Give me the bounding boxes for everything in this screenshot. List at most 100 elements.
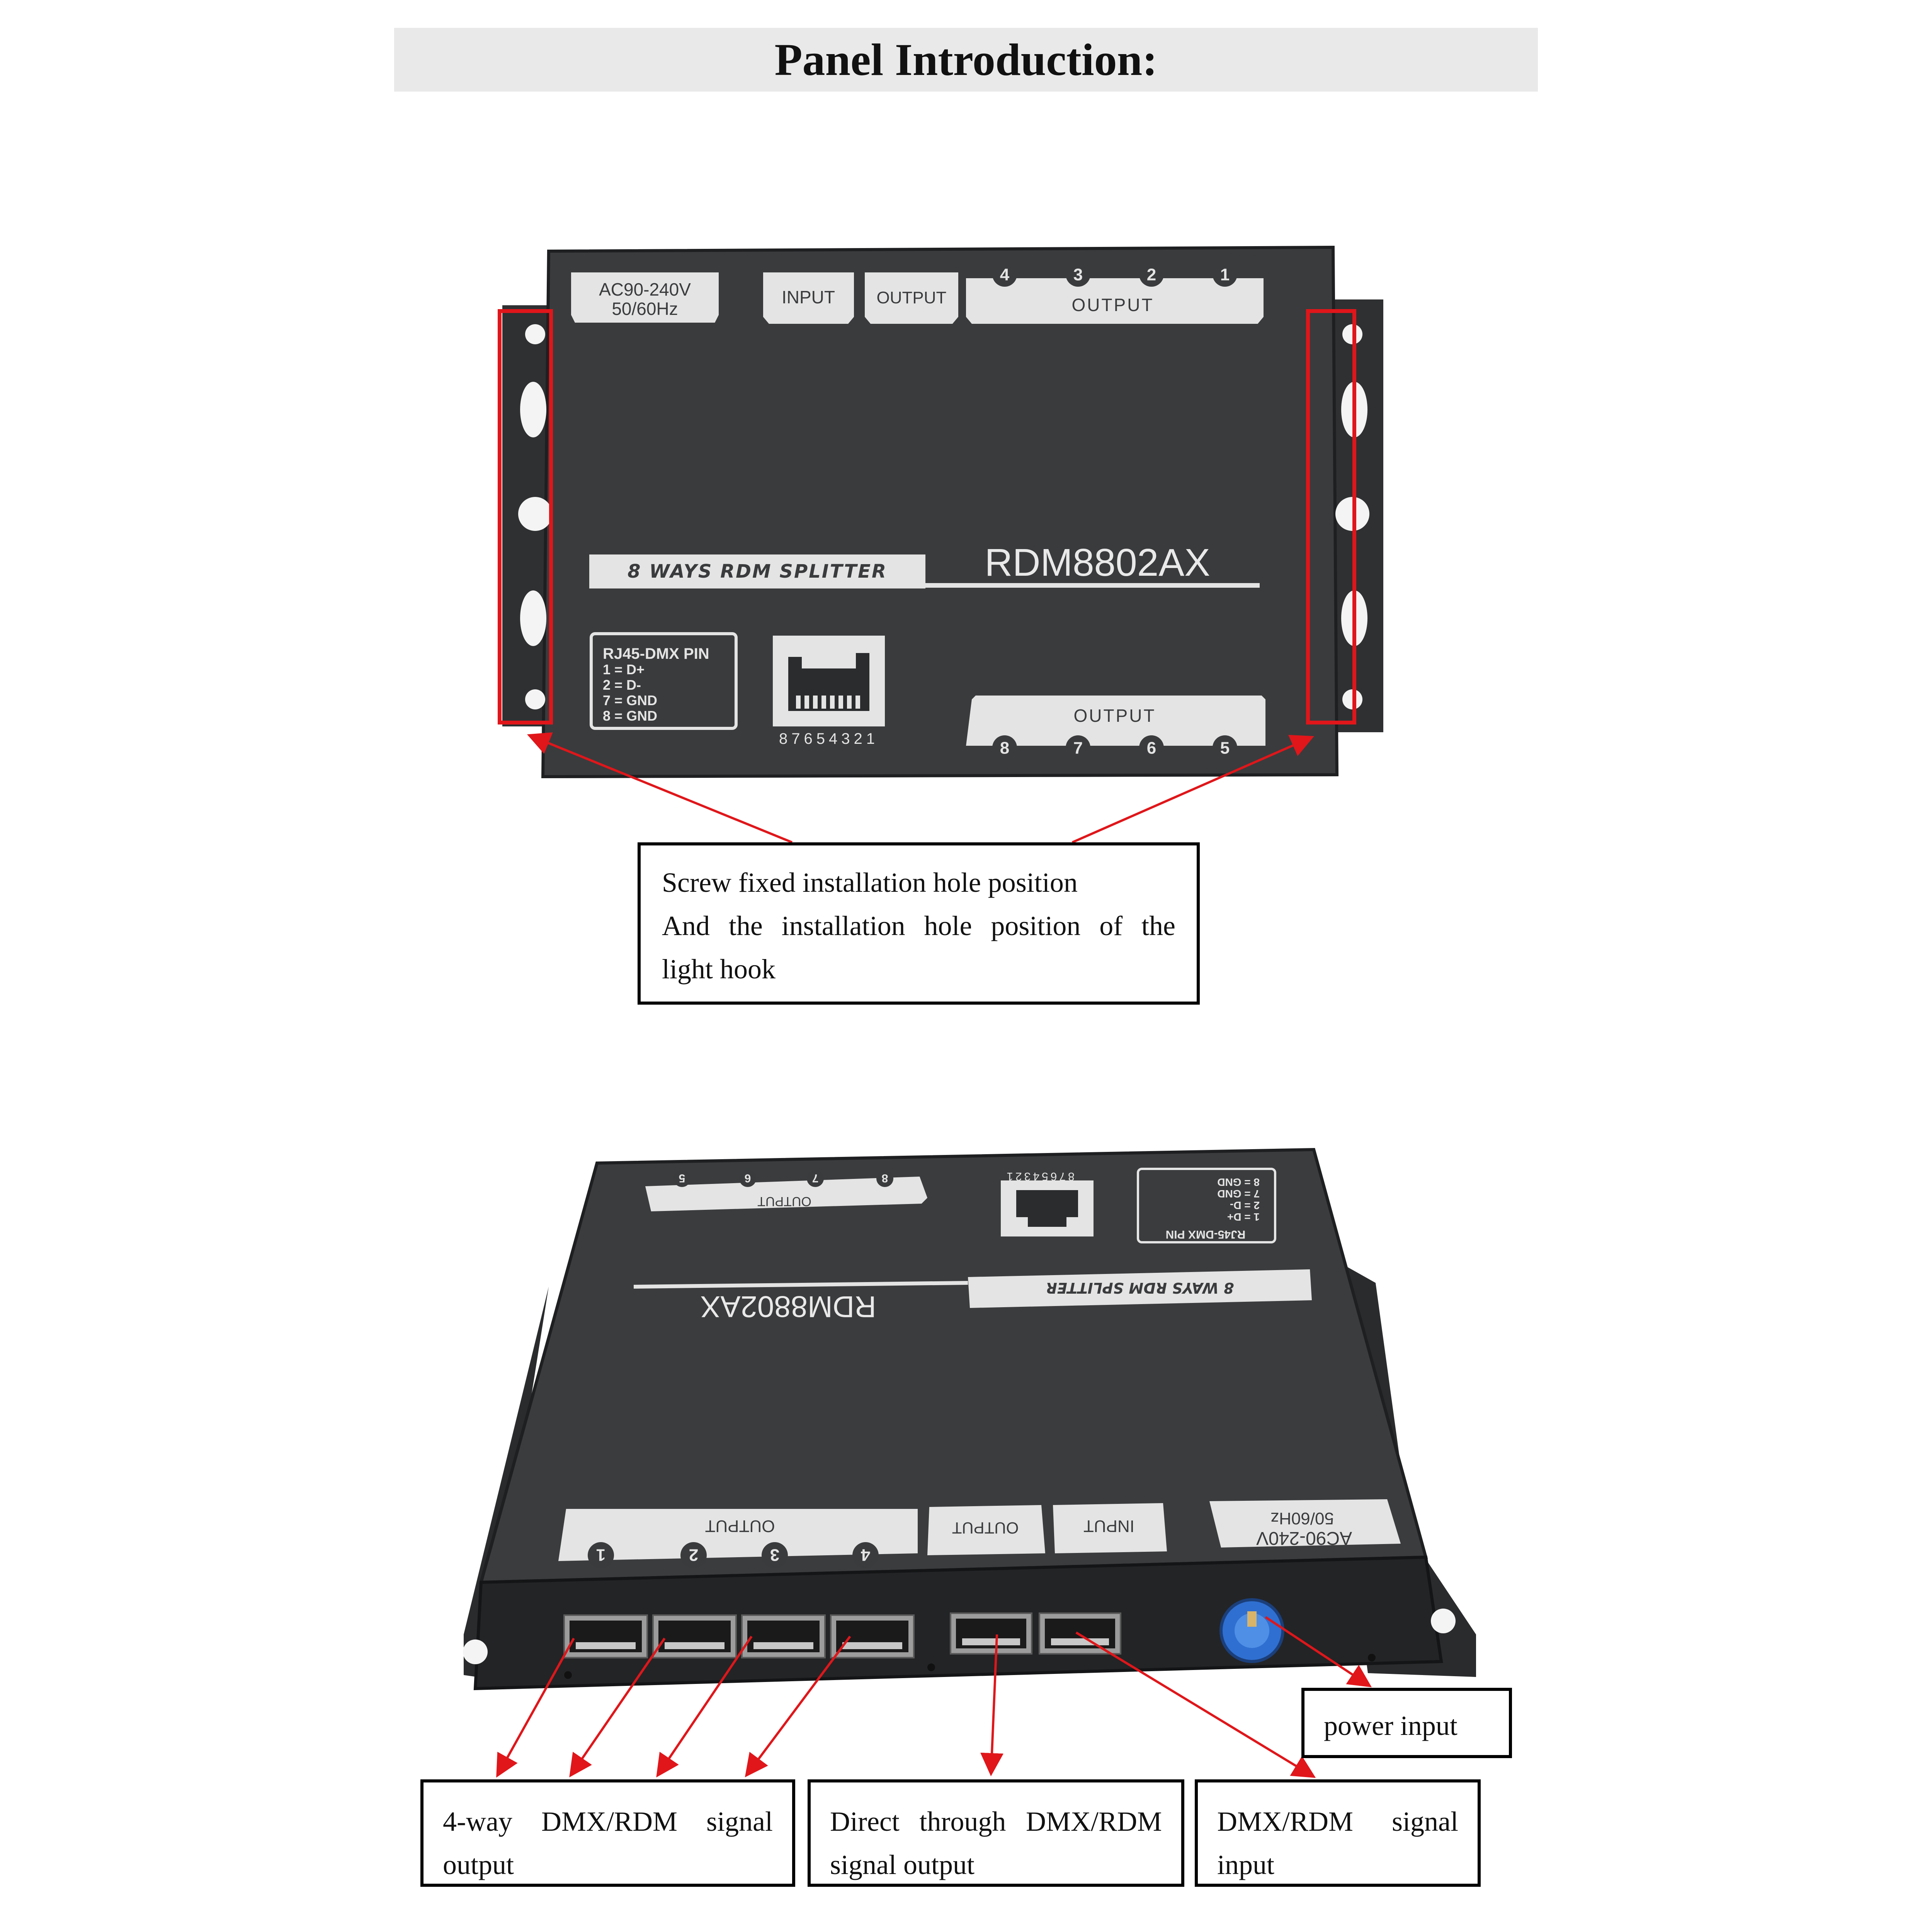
callout-direct-through: Direct through DMX/RDM signal output [808, 1779, 1184, 1887]
top-rj45-contact [838, 696, 843, 709]
top-output-group-plate-bottom [966, 696, 1265, 746]
top-power-label-line2: 50/60Hz [612, 299, 678, 319]
callout-4way-line2: output [443, 1849, 514, 1880]
callout-screw-holes: Screw fixed installation hole position A… [638, 842, 1200, 1005]
bottom-port-number-3: 3 [770, 1546, 779, 1565]
bottom-input-plate [1053, 1503, 1167, 1553]
top-port-b-circle-5 [1213, 735, 1237, 760]
arrow-4way-1 [496, 1638, 575, 1778]
bottom-power-label-line2: 50/60Hz [1270, 1509, 1334, 1528]
top-right-highlight [1306, 309, 1356, 724]
top-model-strip [589, 554, 925, 588]
arrow-power [1265, 1616, 1372, 1687]
top-port-circle-2 [1139, 262, 1164, 287]
bottom-rear-pin-box [1137, 1168, 1276, 1243]
bottom-output-group-label: OUTPUT [705, 1517, 775, 1536]
top-port-number-1: 1 [1220, 265, 1230, 284]
rear-port-circle-6 [739, 1170, 756, 1187]
top-port-b-number-8: 8 [1000, 738, 1009, 757]
rear-port-circle-7 [807, 1170, 824, 1187]
rj45-output-2 [652, 1614, 737, 1658]
top-rj45-contacts [796, 696, 860, 709]
bottom-output-group-plate [558, 1509, 918, 1561]
callout-4way-output: 4-way DMX/RDM signal output [420, 1779, 795, 1887]
callout-power-input: power input [1301, 1688, 1512, 1758]
rear-port-circle-8 [876, 1170, 893, 1187]
callout-4way-line1: 4-way DMX/RDM signal [443, 1806, 773, 1837]
bottom-rear-output-label: OUTPUT [757, 1194, 811, 1209]
top-rj45-numbers: 87654321 [779, 730, 879, 747]
arrow-4way-4 [745, 1636, 851, 1777]
arrow-4way-3 [656, 1636, 753, 1777]
top-output-label: OUTPUT [877, 288, 947, 307]
top-output-plate [865, 272, 958, 324]
bottom-front-ports-4way [563, 1614, 915, 1658]
rear-pin-line-1: 1 = D+ [1227, 1211, 1260, 1223]
top-left-holes [518, 324, 552, 709]
rear-port-number-7: 7 [812, 1172, 819, 1185]
top-port-circle-1 [1213, 262, 1237, 287]
rj45-io-1 [950, 1612, 1032, 1655]
bottom-rear-rj45-numbers: 87654321 [1004, 1170, 1074, 1183]
rj45-output-1 [563, 1614, 648, 1658]
top-port-b-number-5: 5 [1220, 738, 1230, 757]
rj45-output-4 [830, 1614, 915, 1658]
bottom-front-ports-io [950, 1612, 1121, 1655]
top-port-b-number-7: 7 [1073, 738, 1083, 757]
rj45-io-2 [1039, 1612, 1121, 1655]
top-model-strip-text: 8 WAYS RDM SPLITTER [628, 561, 887, 582]
bottom-power-label-line1: AC90-240V [1256, 1528, 1352, 1548]
top-port-b-number-6: 6 [1147, 738, 1156, 757]
callout-power-text: power input [1324, 1710, 1458, 1741]
top-power-plate [571, 272, 719, 323]
bottom-input-label: INPUT [1083, 1517, 1134, 1536]
callout-direct-line1: Direct through DMX/RDM [830, 1806, 1162, 1837]
top-input-plate [763, 272, 854, 324]
arrow-direct [980, 1634, 1003, 1776]
top-port-number-3: 3 [1073, 265, 1083, 284]
top-rj45-contact [830, 696, 835, 709]
arrow-4way-2 [569, 1638, 666, 1777]
bottom-rear-model-strip-text: 8 WAYS RDM SPLITTER [1046, 1279, 1234, 1296]
bottom-left-hole [463, 1639, 488, 1664]
top-port-b-circle-8 [992, 735, 1017, 760]
bottom-port-circle-4 [852, 1542, 879, 1568]
top-pin-line-1: 1 = D+ [603, 662, 645, 677]
top-rj45-contact [813, 696, 818, 709]
top-port-circle-4 [992, 262, 1017, 287]
top-output-port-markers-bottom: 8 7 6 5 [992, 735, 1237, 760]
bottom-port-circle-2 [680, 1542, 707, 1568]
bottom-port-circle-1 [588, 1542, 614, 1568]
rear-pin-line-2: 2 = D- [1230, 1199, 1260, 1211]
rear-pin-line-3: 7 = GND [1217, 1188, 1260, 1200]
top-rj45-contact [855, 696, 860, 709]
top-pin-box [590, 632, 738, 730]
top-port-number-2: 2 [1147, 265, 1156, 284]
bottom-port-circle-3 [762, 1542, 788, 1568]
top-rj45-contact [796, 696, 801, 709]
bottom-rear-model-name: RDM8802AX [700, 1290, 876, 1324]
top-port-b-circle-7 [1066, 735, 1090, 760]
arrow-screw-right [1071, 735, 1314, 844]
top-model-name: RDM8802AX [985, 541, 1210, 584]
callout-dmx-input: DMX/RDM signal input [1195, 1779, 1481, 1887]
rear-port-number-6: 6 [745, 1172, 751, 1185]
top-rj45-contact [847, 696, 852, 709]
callout-screw-line3: light hook [662, 954, 776, 985]
top-output-group-label-bottom: OUTPUT [1073, 706, 1156, 726]
top-input-label: INPUT [782, 287, 835, 307]
top-rj45-contact [821, 696, 826, 709]
bottom-rear-output-plate [645, 1177, 927, 1211]
bottom-power-plate [1209, 1499, 1401, 1548]
rear-port-number-8: 8 [882, 1172, 888, 1185]
bottom-rear-pin-title: RJ45-DMX PIN [1166, 1228, 1246, 1241]
top-output-group-plate [966, 278, 1264, 324]
top-power-label-line1: AC90-240V [599, 279, 691, 299]
